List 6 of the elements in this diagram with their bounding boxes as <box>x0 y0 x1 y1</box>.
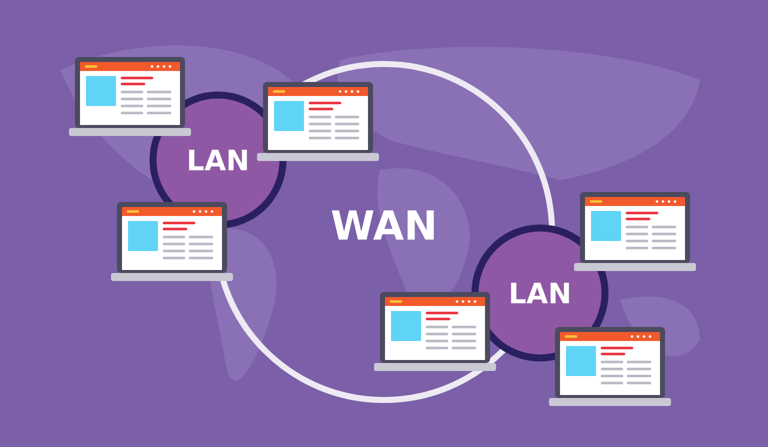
laptop-drawing <box>549 327 671 406</box>
laptop-drawing <box>374 292 496 371</box>
laptop-drawing <box>111 202 233 281</box>
laptop-drawing <box>574 192 696 271</box>
laptop-drawing <box>257 82 379 161</box>
laptop-drawing <box>69 57 191 136</box>
